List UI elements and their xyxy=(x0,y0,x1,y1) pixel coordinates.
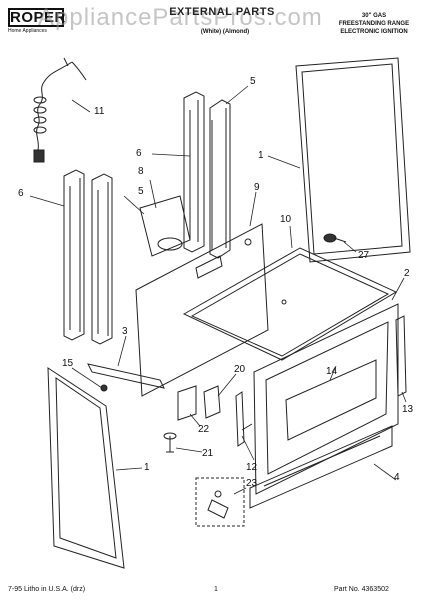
door-frame-lower-part xyxy=(47,367,125,569)
leveling-block-part xyxy=(177,385,197,421)
spec-block: 30" GAS FREESTANDING RANGE ELECTRONIC IG… xyxy=(324,12,424,36)
bracket-part xyxy=(203,385,221,419)
side-trim-upper-part xyxy=(209,99,231,259)
leader-lines xyxy=(29,85,407,495)
screw-part xyxy=(323,233,347,243)
callout-9: 9 xyxy=(254,182,260,193)
brand-logo xyxy=(8,8,64,27)
spec-line-3: ELECTRONIC IGNITION xyxy=(340,29,408,35)
callout-14: 14 xyxy=(326,366,338,377)
side-bracket-lower-part xyxy=(235,391,253,447)
callout-11: 11 xyxy=(94,106,105,117)
side-bracket-upper-part xyxy=(183,91,205,253)
footer-page-number: 1 xyxy=(214,586,218,593)
power-cord-part xyxy=(33,57,87,163)
callout-21: 21 xyxy=(202,448,214,459)
brand-subtitle: Home Appliances xyxy=(8,28,47,34)
side-strip-part xyxy=(395,315,407,397)
footer-litho: 7-95 Litho in U.S.A. (drz) xyxy=(8,586,86,593)
footer-part-number: Part No. 4363502 xyxy=(334,586,389,593)
callout-13: 13 xyxy=(402,404,414,415)
callout-23: 23 xyxy=(246,478,258,489)
callout-1-upper: 1 xyxy=(258,150,264,161)
side-trim-left-part xyxy=(91,173,113,345)
base-rail-part xyxy=(87,363,165,389)
front-frame-part xyxy=(253,303,399,495)
callout-8: 8 xyxy=(138,166,144,177)
callout-6-upper: 6 xyxy=(136,148,142,159)
callout-5-left: 5 xyxy=(138,186,144,197)
spec-line-2: FREESTANDING RANGE xyxy=(338,21,410,27)
watermark: AppliancePartsPros.com xyxy=(38,4,323,31)
leveling-leg-part xyxy=(163,432,177,453)
page-title: EXTERNAL PARTS xyxy=(169,6,275,18)
callout-4: 4 xyxy=(394,472,400,483)
callout-3: 3 xyxy=(122,326,128,337)
callout-15: 15 xyxy=(62,358,74,369)
rear-panel-part xyxy=(135,223,269,397)
callout-27: 27 xyxy=(358,250,370,261)
callout-22: 22 xyxy=(198,424,210,435)
callout-10: 10 xyxy=(280,214,292,225)
side-rail-left-part xyxy=(63,169,85,341)
burner-cover-part xyxy=(139,195,191,257)
screw-small-part xyxy=(100,384,108,392)
callout-20: 20 xyxy=(234,364,246,375)
spec-line-1: 30" GAS xyxy=(361,13,387,19)
callout-2: 2 xyxy=(404,268,410,279)
kick-panel-part xyxy=(249,425,393,509)
color-variants: (White) (Almond) xyxy=(200,29,250,35)
callout-5-upper: 5 xyxy=(250,76,256,87)
callout-12: 12 xyxy=(246,462,258,473)
cooktop-part xyxy=(182,247,398,361)
brand-name: ROPER xyxy=(10,9,66,26)
anti-tip-bracket-part xyxy=(195,477,245,527)
callout-1-lower: 1 xyxy=(144,462,150,473)
callout-6-left: 6 xyxy=(18,188,24,199)
door-frame-upper-part xyxy=(295,57,411,263)
